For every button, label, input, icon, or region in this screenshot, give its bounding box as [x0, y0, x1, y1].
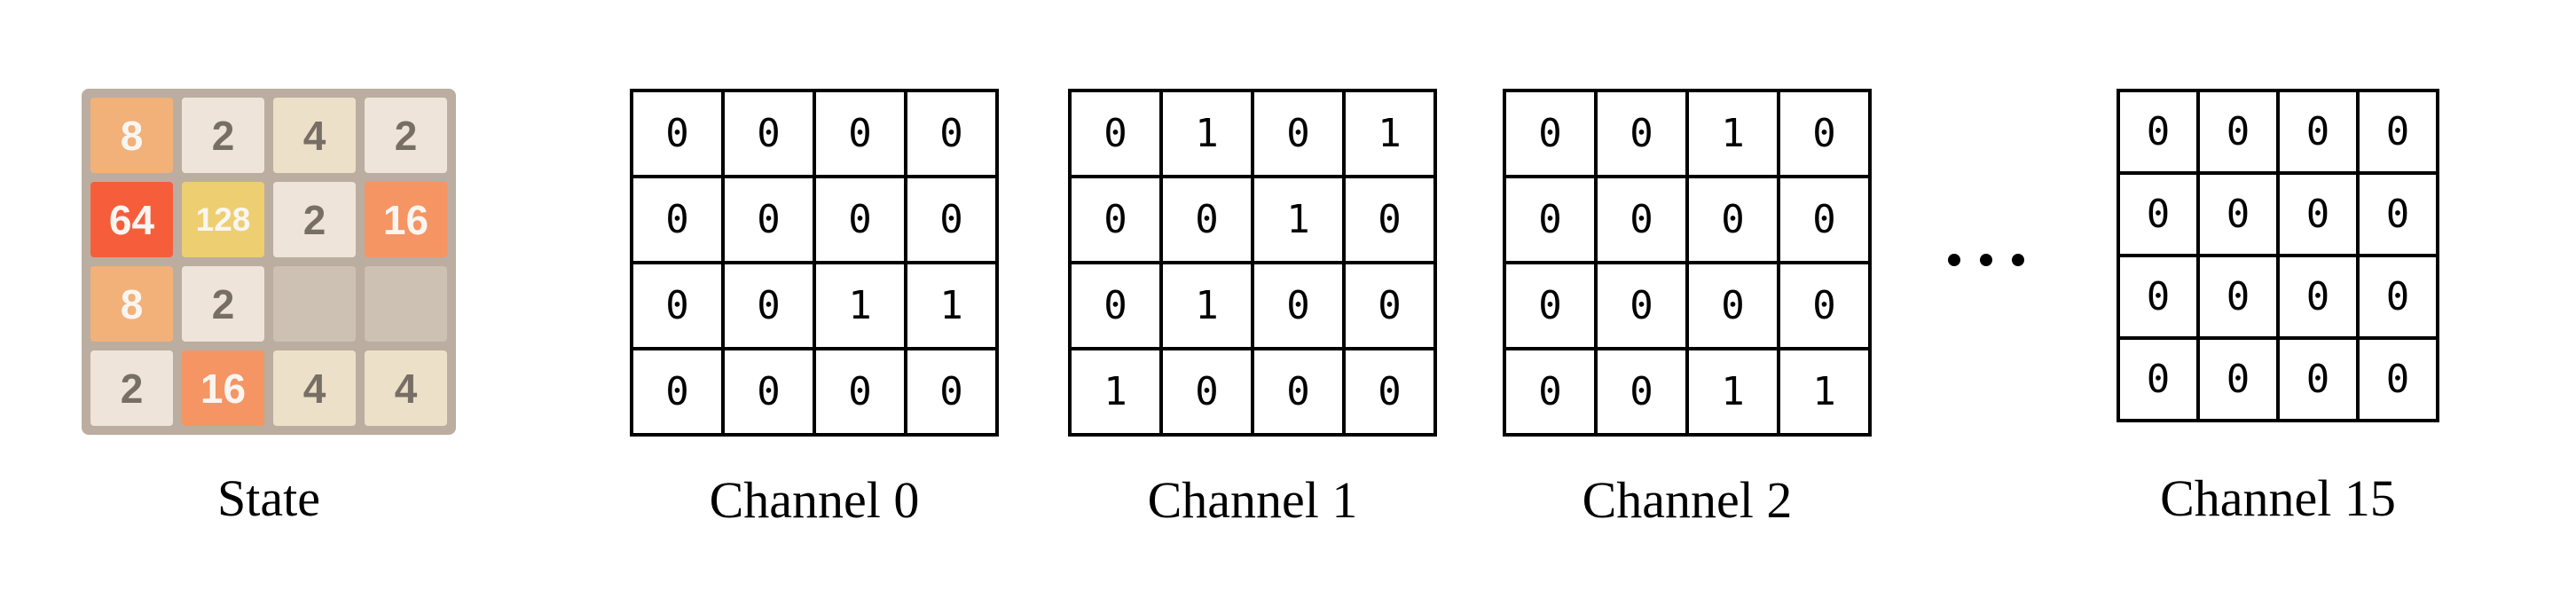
matrix-cell: 0	[2278, 338, 2358, 421]
tile-2: 2	[182, 98, 264, 173]
matrix-cell: 0	[2198, 91, 2278, 173]
tile-2: 2	[90, 350, 173, 426]
matrix-cell: 0	[2198, 338, 2278, 421]
matrix-cell: 0	[2358, 173, 2438, 256]
matrix-cell: 0	[632, 177, 723, 263]
matrix-cell: 0	[1070, 177, 1161, 263]
matrix-cell: 0	[1504, 349, 1596, 435]
tile-64: 64	[90, 182, 173, 257]
matrix-cell: 0	[906, 91, 997, 177]
matrix-cell: 0	[814, 91, 906, 177]
tile-2: 2	[273, 182, 356, 257]
empty-cell	[273, 266, 356, 342]
matrix-cell: 0	[2118, 173, 2198, 256]
tile-4: 4	[273, 350, 356, 426]
tile-16: 16	[182, 350, 264, 426]
matrix-cell: 1	[814, 263, 906, 349]
matrix-cell: 0	[723, 91, 814, 177]
matrix-cell: 1	[1687, 91, 1779, 177]
matrix-cell: 0	[632, 263, 723, 349]
tile-2: 2	[365, 98, 447, 173]
tile-8: 8	[90, 98, 173, 173]
matrix-cell: 0	[1504, 177, 1596, 263]
matrix-cell: 1	[1161, 91, 1253, 177]
matrix-cell: 0	[2278, 173, 2358, 256]
matrix-cell: 0	[1596, 349, 1687, 435]
matrix-cell: 0	[632, 349, 723, 435]
matrix-cell: 0	[1687, 263, 1779, 349]
matrix-cell: 1	[1253, 177, 1344, 263]
matrix-cell: 0	[723, 349, 814, 435]
matrix-cell: 0	[1344, 177, 1435, 263]
matrix-cell: 0	[1070, 263, 1161, 349]
matrix-cell: 0	[2358, 256, 2438, 338]
matrix-cell: 0	[1344, 349, 1435, 435]
matrix-cell: 0	[814, 177, 906, 263]
empty-cell	[365, 266, 447, 342]
matrix-cell: 0	[1070, 91, 1161, 177]
matrix-cell: 1	[1344, 91, 1435, 177]
matrix-cell: 0	[814, 349, 906, 435]
matrix-cell: 0	[1504, 263, 1596, 349]
matrix-cell: 0	[1344, 263, 1435, 349]
channel-label-2: Channel 2	[1582, 471, 1793, 529]
matrix-cell: 1	[906, 263, 997, 349]
matrix-cell: 1	[1687, 349, 1779, 435]
tile-128: 128	[182, 182, 264, 257]
matrix-cell: 0	[2358, 91, 2438, 173]
matrix-cell: 0	[1253, 349, 1344, 435]
matrix-cell: 0	[2118, 256, 2198, 338]
matrix-cell: 0	[2118, 338, 2198, 421]
dot	[1948, 254, 1960, 266]
matrix-cell: 0	[1253, 91, 1344, 177]
dot	[1980, 254, 1992, 266]
matrix-cell: 0	[2278, 91, 2358, 173]
matrix-cell: 0	[2118, 91, 2198, 173]
matrix-cell: 0	[2278, 256, 2358, 338]
matrix-cell: 0	[723, 263, 814, 349]
matrix-cell: 1	[1070, 349, 1161, 435]
matrix-cell: 0	[632, 91, 723, 177]
channel-label-15: Channel 15	[2160, 469, 2396, 527]
matrix-cell: 0	[1161, 177, 1253, 263]
matrix-cell: 0	[1596, 263, 1687, 349]
matrix-cell: 0	[906, 177, 997, 263]
matrix-cell: 0	[1504, 91, 1596, 177]
matrix-cell: 0	[1779, 263, 1870, 349]
matrix-cell: 0	[2358, 338, 2438, 421]
matrix-cell: 1	[1161, 263, 1253, 349]
matrix-cell: 0	[1779, 177, 1870, 263]
matrix-cell: 0	[1161, 349, 1253, 435]
channel-label-0: Channel 0	[709, 471, 920, 529]
tile-4: 4	[365, 350, 447, 426]
dot	[2012, 254, 2024, 266]
tile-2: 2	[182, 266, 264, 342]
matrix-cell: 0	[1687, 177, 1779, 263]
matrix-cell: 0	[1596, 177, 1687, 263]
ellipsis-icon	[1948, 254, 2024, 266]
matrix-cell: 0	[2198, 256, 2278, 338]
matrix-cell: 0	[1253, 263, 1344, 349]
matrix-cell: 0	[1596, 91, 1687, 177]
matrix-cell: 0	[723, 177, 814, 263]
tile-4: 4	[273, 98, 356, 173]
channel-label-1: Channel 1	[1147, 471, 1358, 529]
matrix-cell: 0	[906, 349, 997, 435]
state-label: State	[217, 469, 320, 527]
matrix-cell: 0	[2198, 173, 2278, 256]
matrix-cell: 0	[1779, 91, 1870, 177]
tile-8: 8	[90, 266, 173, 342]
tile-16: 16	[365, 182, 447, 257]
matrix-cell: 1	[1779, 349, 1870, 435]
